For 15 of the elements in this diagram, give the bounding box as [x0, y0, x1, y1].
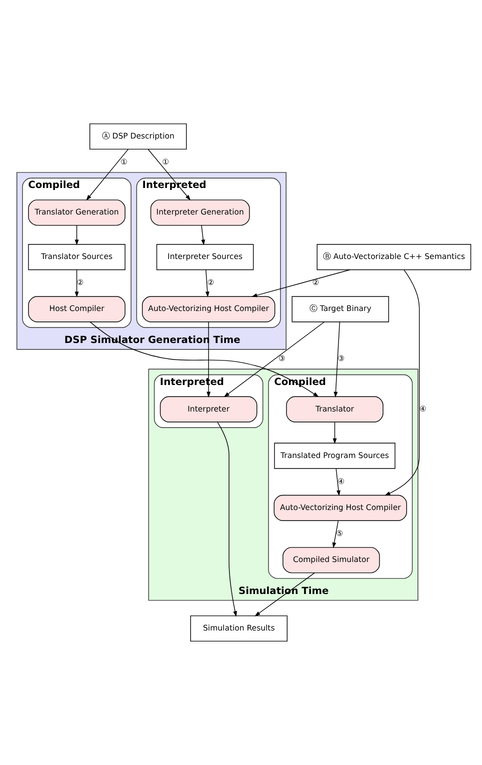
arrow: [224, 322, 325, 398]
arrow: [217, 422, 238, 617]
arrow: [74, 225, 79, 246]
arrow: [384, 269, 420, 496]
arrow: [201, 225, 206, 246]
arrow: [336, 468, 340, 496]
arrow: [205, 269, 210, 298]
arrow: [206, 322, 211, 398]
arrow: [74, 269, 79, 298]
arrow: [332, 422, 337, 444]
arrow: [332, 520, 339, 548]
arrow: [334, 322, 340, 398]
arrow: [90, 322, 319, 398]
arrow: [251, 269, 350, 298]
arrow: [86, 148, 129, 201]
